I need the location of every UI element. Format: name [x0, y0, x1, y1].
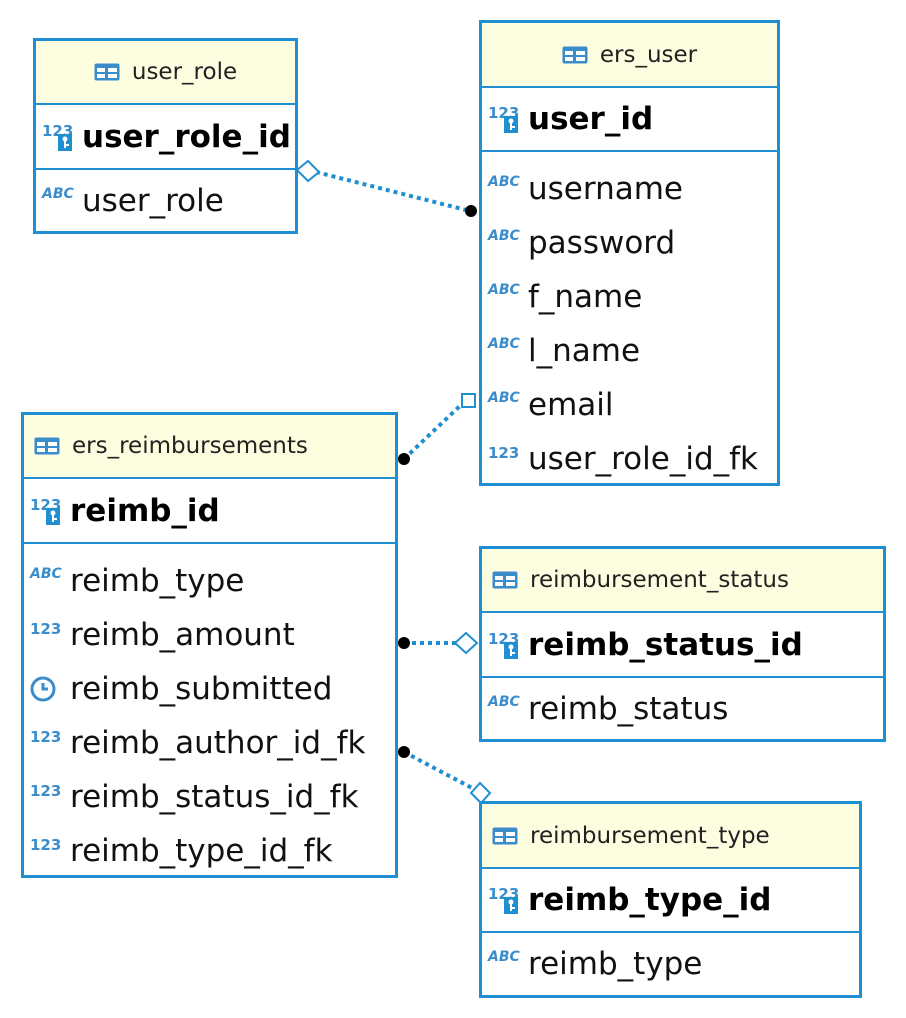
key-icon [504, 897, 518, 914]
entity-ers-reimbursements[interactable]: ers_reimbursements 123 reimb_id ABC reimb… [21, 412, 398, 878]
entity-header[interactable]: reimbursement_status [482, 549, 883, 613]
entity-title: ers_reimbursements [72, 433, 308, 459]
type-badge: ABC [42, 186, 74, 202]
column-name: password [528, 225, 676, 261]
key-icon [504, 641, 518, 659]
entity-title: reimbursement_status [530, 567, 789, 593]
type-badge: ABC [488, 174, 520, 190]
type-badge: 123 [488, 104, 524, 134]
column-row[interactable]: 123 user_role_id_fk [482, 432, 777, 486]
table-icon [34, 437, 60, 455]
column-row[interactable]: ABC l_name [482, 324, 777, 378]
column-row[interactable]: ABC password [482, 216, 777, 270]
column-row[interactable]: ABC email [482, 378, 777, 432]
column-row[interactable]: ABC reimb_type [482, 933, 859, 995]
column-name: user_id [528, 101, 654, 137]
column-name: user_role_id_fk [528, 441, 758, 477]
key-icon [58, 133, 72, 151]
type-badge: 123 [488, 444, 520, 462]
type-badge: 123 [488, 630, 524, 660]
type-badge: ABC [488, 390, 520, 406]
primary-key-row[interactable]: 123 user_id [482, 88, 777, 152]
column-row[interactable]: 123 reimb_amount [24, 608, 395, 662]
column-name: reimb_status_id_fk [70, 779, 359, 815]
type-badge: ABC [488, 282, 520, 298]
column-name: reimb_status [528, 691, 729, 727]
entity-title: reimbursement_type [530, 822, 770, 849]
entity-header[interactable]: ers_reimbursements [24, 415, 395, 479]
entity-user-role[interactable]: user_role 123 user_role_id ABC user_role [33, 38, 298, 234]
entity-reimbursement-status[interactable]: reimbursement_status 123 reimb_status_id… [479, 546, 886, 742]
entity-reimbursement-type[interactable]: reimbursement_type 123 reimb_type_id ABC… [479, 801, 862, 998]
primary-key-row[interactable]: 123 reimb_status_id [482, 613, 883, 678]
type-badge: ABC [30, 566, 62, 582]
type-badge: 123 [30, 728, 62, 746]
column-row[interactable]: ABC user_role [36, 170, 295, 232]
type-badge: ABC [488, 949, 520, 965]
column-name: reimb_type_id_fk [70, 833, 333, 869]
type-badge: ABC [488, 228, 520, 244]
type-badge: ABC [488, 336, 520, 352]
entity-header[interactable]: ers_user [482, 23, 777, 88]
entity-ers-user[interactable]: ers_user 123 user_id ABC username ABC pass… [479, 20, 780, 486]
type-badge: 123 [30, 782, 62, 800]
column-row[interactable]: ABC username [482, 162, 777, 216]
link-reimb-type[interactable] [398, 746, 492, 805]
column-name: username [528, 171, 683, 207]
column-row[interactable]: reimb_submitted [24, 662, 395, 716]
primary-key-row[interactable]: 123 reimb_type_id [482, 869, 859, 933]
diamond-marker [295, 159, 321, 183]
column-name: reimb_submitted [70, 671, 333, 707]
column-row[interactable]: 123 reimb_author_id_fk [24, 716, 395, 770]
column-name: email [528, 387, 614, 423]
key-icon [46, 507, 60, 525]
diamond-marker [453, 631, 479, 655]
column-name: f_name [528, 279, 643, 315]
type-badge: 123 [30, 496, 66, 526]
entity-header[interactable]: reimbursement_type [482, 804, 859, 869]
column-name: reimb_type [70, 563, 245, 599]
column-name: reimb_author_id_fk [70, 725, 366, 761]
table-icon [492, 571, 518, 589]
link-ers-user-reimbursements[interactable] [398, 393, 476, 465]
column-row[interactable]: ABC reimb_type [24, 554, 395, 608]
type-badge: 123 [488, 885, 524, 915]
key-icon [504, 116, 518, 133]
type-badge: 123 [30, 836, 62, 854]
column-name: reimb_amount [70, 617, 295, 653]
square-marker [461, 393, 476, 408]
column-row[interactable]: 123 reimb_type_id_fk [24, 824, 395, 878]
entity-title: user_role [131, 59, 238, 85]
dot-marker [398, 746, 410, 758]
column-name: user_role_id [82, 118, 291, 155]
diamond-marker [469, 781, 492, 805]
type-badge: 123 [42, 122, 78, 152]
column-name: user_role [82, 183, 224, 219]
table-icon [94, 63, 120, 81]
type-badge: 123 [30, 620, 62, 638]
primary-key-row[interactable]: 123 user_role_id [36, 105, 295, 170]
type-badge: ABC [488, 694, 520, 710]
primary-key-row[interactable]: 123 reimb_id [24, 479, 395, 544]
entity-header[interactable]: user_role [36, 41, 295, 105]
link-user-role-ers-user[interactable] [295, 159, 477, 217]
dot-marker [398, 637, 410, 649]
dot-marker [398, 453, 410, 465]
column-name: reimb_status_id [528, 626, 803, 663]
column-row[interactable]: ABC reimb_status [482, 678, 883, 740]
clock-icon [30, 676, 56, 702]
column-name: reimb_id [70, 492, 220, 529]
column-name: l_name [528, 333, 641, 369]
column-row[interactable]: 123 reimb_status_id_fk [24, 770, 395, 824]
table-icon [562, 46, 588, 63]
column-name: reimb_type [528, 946, 703, 982]
dot-marker [465, 205, 477, 217]
entity-title: ers_user [599, 41, 698, 68]
table-icon [492, 827, 518, 844]
column-name: reimb_type_id [528, 882, 772, 918]
column-row[interactable]: ABC f_name [482, 270, 777, 324]
type-badge [30, 674, 66, 704]
link-reimb-status[interactable] [398, 631, 479, 655]
